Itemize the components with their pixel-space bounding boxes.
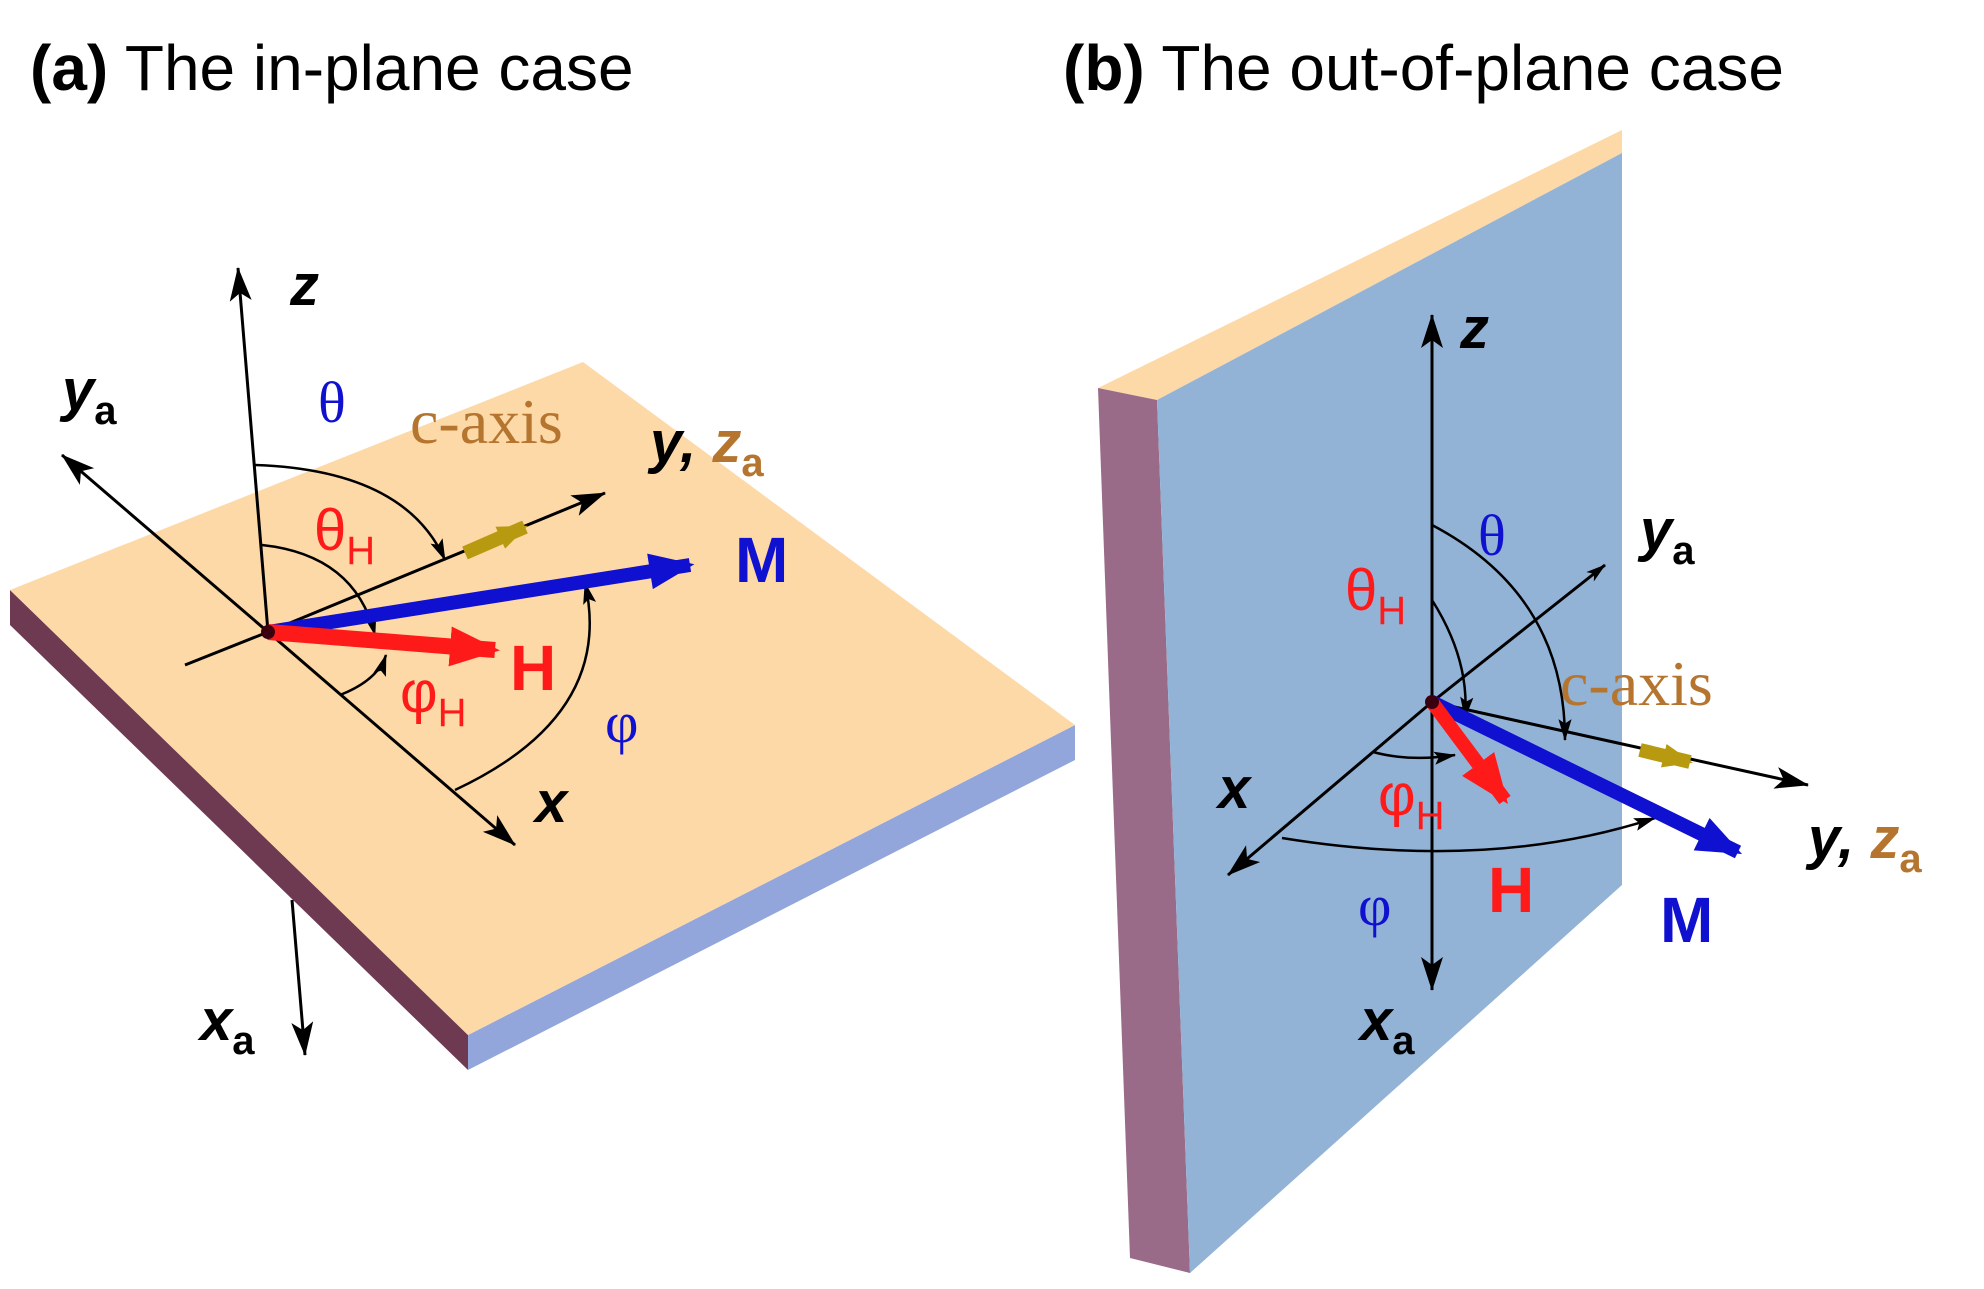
slab-a-top-face (10, 362, 1075, 1035)
arc-b-theta (1431, 523, 1572, 742)
axis-a-ya-back (184, 630, 269, 667)
vector-b-H (1426, 697, 1511, 805)
arc-a-theta (254, 463, 447, 562)
label-b-thetaH: θH (1345, 558, 1406, 633)
panel-b-tag: (b) (1063, 32, 1145, 104)
slab-b-side-face (1098, 388, 1190, 1273)
arc-a-phiH (339, 653, 388, 697)
label-b-M: M (1660, 884, 1713, 956)
vector-b-M (1428, 695, 1743, 859)
panel-a-title: (a) The in-plane case (30, 32, 634, 104)
c-axis-arrow-a (462, 520, 528, 560)
label-a-xa: xa (197, 988, 255, 1063)
label-b-c-axis: c-axis (1560, 648, 1713, 719)
label-b-theta: θ (1478, 503, 1506, 568)
slab-b-top-edge (1098, 130, 1622, 400)
vector-a-H (267, 624, 500, 667)
panel-b: (b) The out-of-plane case z ya y, za x x… (1063, 32, 1922, 1273)
axis-a-xa (290, 899, 314, 1056)
label-b-phiH: φH (1378, 763, 1445, 838)
panel-b-title: (b) The out-of-plane case (1063, 32, 1784, 104)
label-a-phiH: φH (400, 660, 467, 735)
label-b-x: x (1215, 756, 1253, 821)
label-a-z: z (289, 253, 319, 318)
label-b-phi: φ (1358, 873, 1391, 938)
label-b-ya: ya (1637, 498, 1695, 573)
axis-a-z (229, 267, 270, 633)
panel-a: (a) The in-plane case z ya y, za x xa θ … (10, 32, 1075, 1070)
label-b-z: z (1459, 296, 1489, 361)
label-b-H: H (1488, 854, 1534, 926)
slab-a-right-face (468, 725, 1075, 1070)
axis-a-x (267, 630, 516, 847)
label-b-xa: xa (1357, 988, 1415, 1063)
axis-a-ya (61, 453, 269, 634)
arc-b-thetaH (1430, 599, 1474, 720)
label-a-phi: φ (605, 690, 638, 755)
panel-b-title-text: The out-of-plane case (1161, 32, 1784, 104)
arc-b-phi (1281, 816, 1657, 853)
label-a-theta: θ (318, 370, 346, 435)
axis-a-y (267, 491, 606, 634)
axis-b-x (1227, 700, 1433, 877)
panel-a-title-text: The in-plane case (125, 32, 634, 104)
label-b-y-za: y, za (1805, 806, 1922, 881)
vector-a-M (266, 553, 695, 639)
axis-b-y (1431, 700, 1809, 789)
label-a-thetaH: θH (314, 498, 375, 573)
label-a-y-za: y, za (647, 410, 764, 485)
label-a-M: M (735, 524, 788, 596)
label-a-c-axis: c-axis (410, 386, 563, 457)
c-axis-arrow-b (1638, 743, 1693, 769)
label-a-x: x (532, 770, 570, 835)
label-a-H: H (510, 632, 556, 704)
axis-b-ya (1431, 563, 1606, 704)
slab-a-left-face (10, 590, 468, 1070)
panel-a-tag: (a) (30, 32, 108, 104)
arc-a-phi (454, 581, 597, 792)
origin-b (1425, 695, 1439, 709)
arc-b-phiH (1372, 750, 1457, 765)
label-a-ya: ya (59, 358, 117, 433)
origin-a (261, 625, 275, 639)
slab-b-front-face (1157, 153, 1622, 1273)
